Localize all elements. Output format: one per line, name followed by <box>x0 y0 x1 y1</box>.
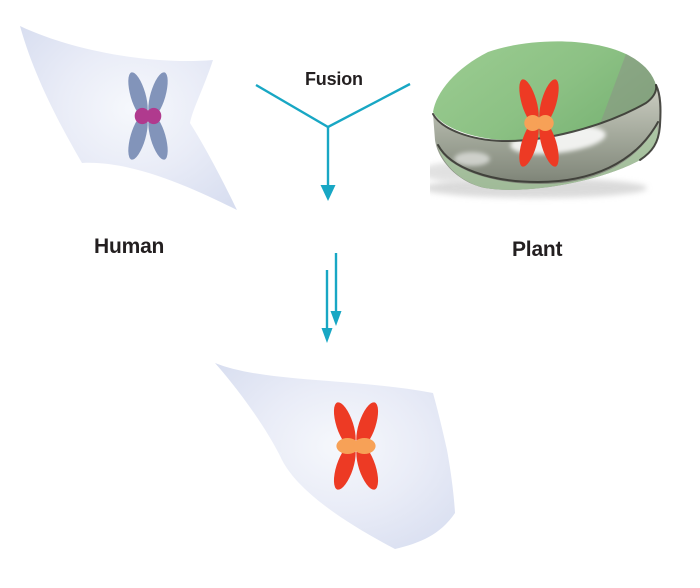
down-arrow-right-head-icon <box>330 311 342 326</box>
plant-cell-right-edge-line <box>639 84 662 161</box>
fusion-arrow-right-arm <box>327 82 411 129</box>
double-down-arrows <box>321 253 342 343</box>
plant-cell-bottom-strip <box>438 126 658 190</box>
hybrid-cell-body <box>215 363 455 549</box>
human-cell-illustration <box>20 26 237 210</box>
down-arrow-left-head-icon <box>321 328 333 343</box>
fusion-label: Fusion <box>305 69 363 89</box>
plant-cell-top-face <box>433 41 657 141</box>
fusion-arrow-left-arm <box>255 83 329 129</box>
human-cell-body <box>20 26 237 210</box>
fusion-arrowhead-icon <box>320 185 336 201</box>
plant-cell-rim-line <box>432 84 658 143</box>
plant-cell-highlight-small <box>454 152 490 166</box>
plant-label: Plant <box>512 238 563 261</box>
plant-cell-illustration <box>430 41 662 198</box>
fusion-arrows <box>255 82 411 201</box>
plant-cell-bottom-rim-line <box>437 121 659 184</box>
human-label: Human <box>94 235 165 258</box>
plant-cell-top-reflection <box>600 54 657 124</box>
hybrid-cell-illustration <box>215 363 455 549</box>
